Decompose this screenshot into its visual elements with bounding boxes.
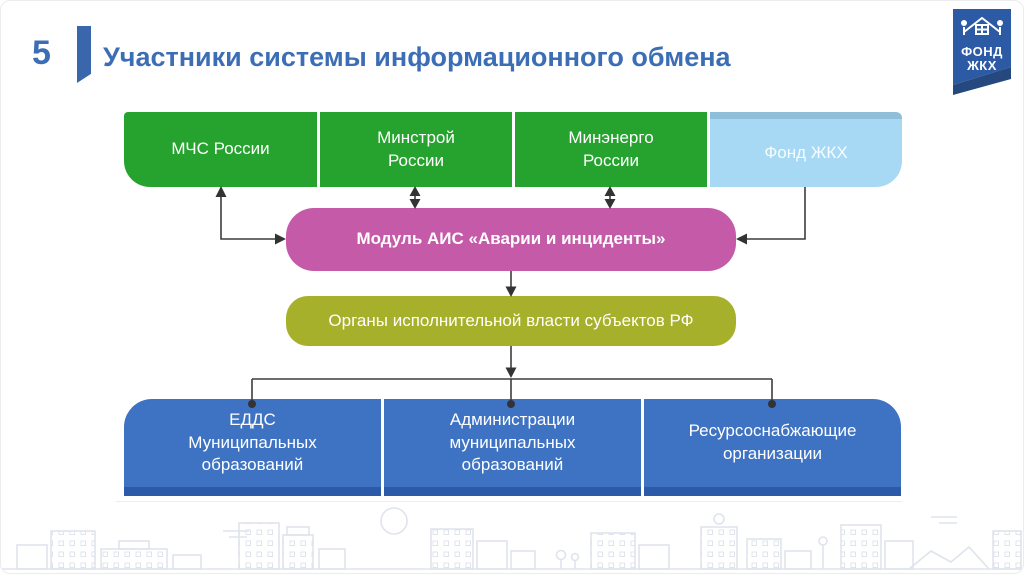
node-fond-zhkh: Фонд ЖКХ (710, 112, 902, 187)
logo-line2: ЖКХ (967, 58, 997, 73)
node-label: Минэнерго России (568, 127, 654, 170)
node-label: Фонд ЖКХ (764, 142, 848, 162)
fond-zhkh-logo: ФОНД ЖКХ (953, 9, 1011, 97)
node-label: Ресурсоснабжающие организации (688, 421, 857, 463)
node-ais-module: Модуль АИС «Аварии и инциденты» (286, 208, 736, 271)
node-label: Администрации муниципальных образований (449, 409, 576, 475)
node-label: ЕДДС Муниципальных образований (188, 409, 317, 475)
diagram-image-edge (116, 501, 902, 502)
node-minenergo-russia: Минэнерго России (515, 112, 707, 187)
node-executive-authorities: Органы исполнительной власти субъектов Р… (286, 296, 736, 346)
node-edds-municipal: ЕДДС Муниципальных образований (124, 399, 381, 496)
city-skyline-decoration (1, 507, 1023, 570)
node-label: МЧС России (171, 139, 270, 159)
node-municipal-administrations: Администрации муниципальных образований (384, 399, 641, 496)
node-label: Органы исполнительной власти субъектов Р… (328, 310, 694, 330)
house-people-icon (961, 16, 1003, 35)
title-accent-bar (77, 26, 91, 83)
node-mchs-russia: МЧС России (124, 112, 317, 187)
logo-text: ФОНД ЖКХ (953, 45, 1011, 73)
logo-line1: ФОНД (961, 44, 1003, 59)
page-title: Участники системы информационного обмена (103, 42, 731, 72)
node-label: Минстрой России (377, 127, 455, 170)
node-resource-supplying-orgs: Ресурсоснабжающие организации (644, 399, 901, 496)
node-minstroy-russia: Минстрой России (320, 112, 512, 187)
flag-banner-shape (953, 9, 1011, 95)
slide-number: 5 (32, 34, 51, 72)
node-label: Модуль АИС «Аварии и инциденты» (356, 229, 666, 249)
